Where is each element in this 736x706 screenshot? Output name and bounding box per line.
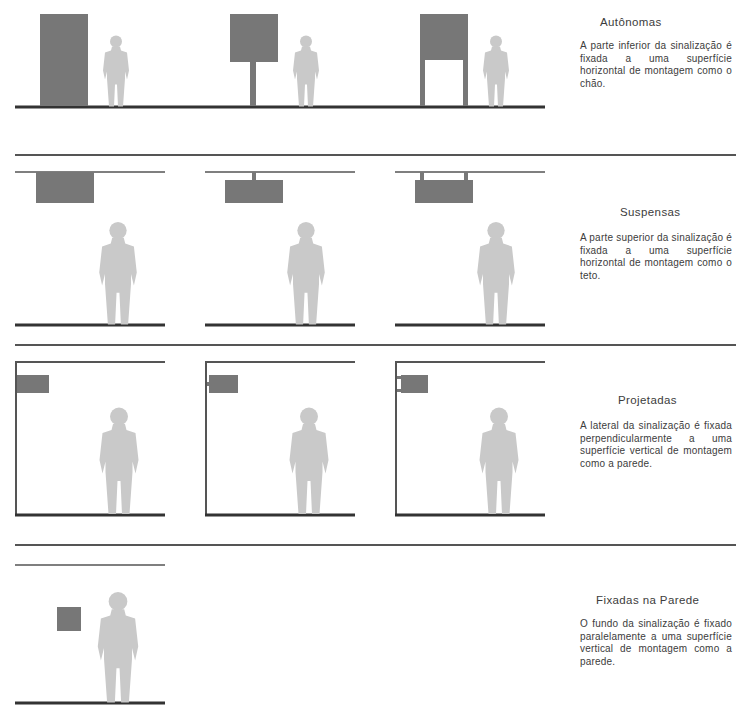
section-title: Fixadas na Parede [596,594,699,606]
section-description: A parte superior da sinalização é fixada… [580,232,732,282]
separators [15,155,736,545]
section-title: Projetadas [618,394,677,406]
section-title: Suspensas [620,206,681,218]
section-description: A lateral da sinalização é fixada perpen… [580,420,732,470]
section-description: O fundo da sinalização é fixado paralela… [580,618,732,668]
wall-mounted-sign [15,565,165,703]
section-description: A parte inferior da sinalização é fixada… [580,40,732,90]
freestanding-signs [15,14,545,107]
suspended-signs [15,172,545,325]
projecting-signs [15,362,545,515]
section-title: Autônomas [600,16,662,28]
